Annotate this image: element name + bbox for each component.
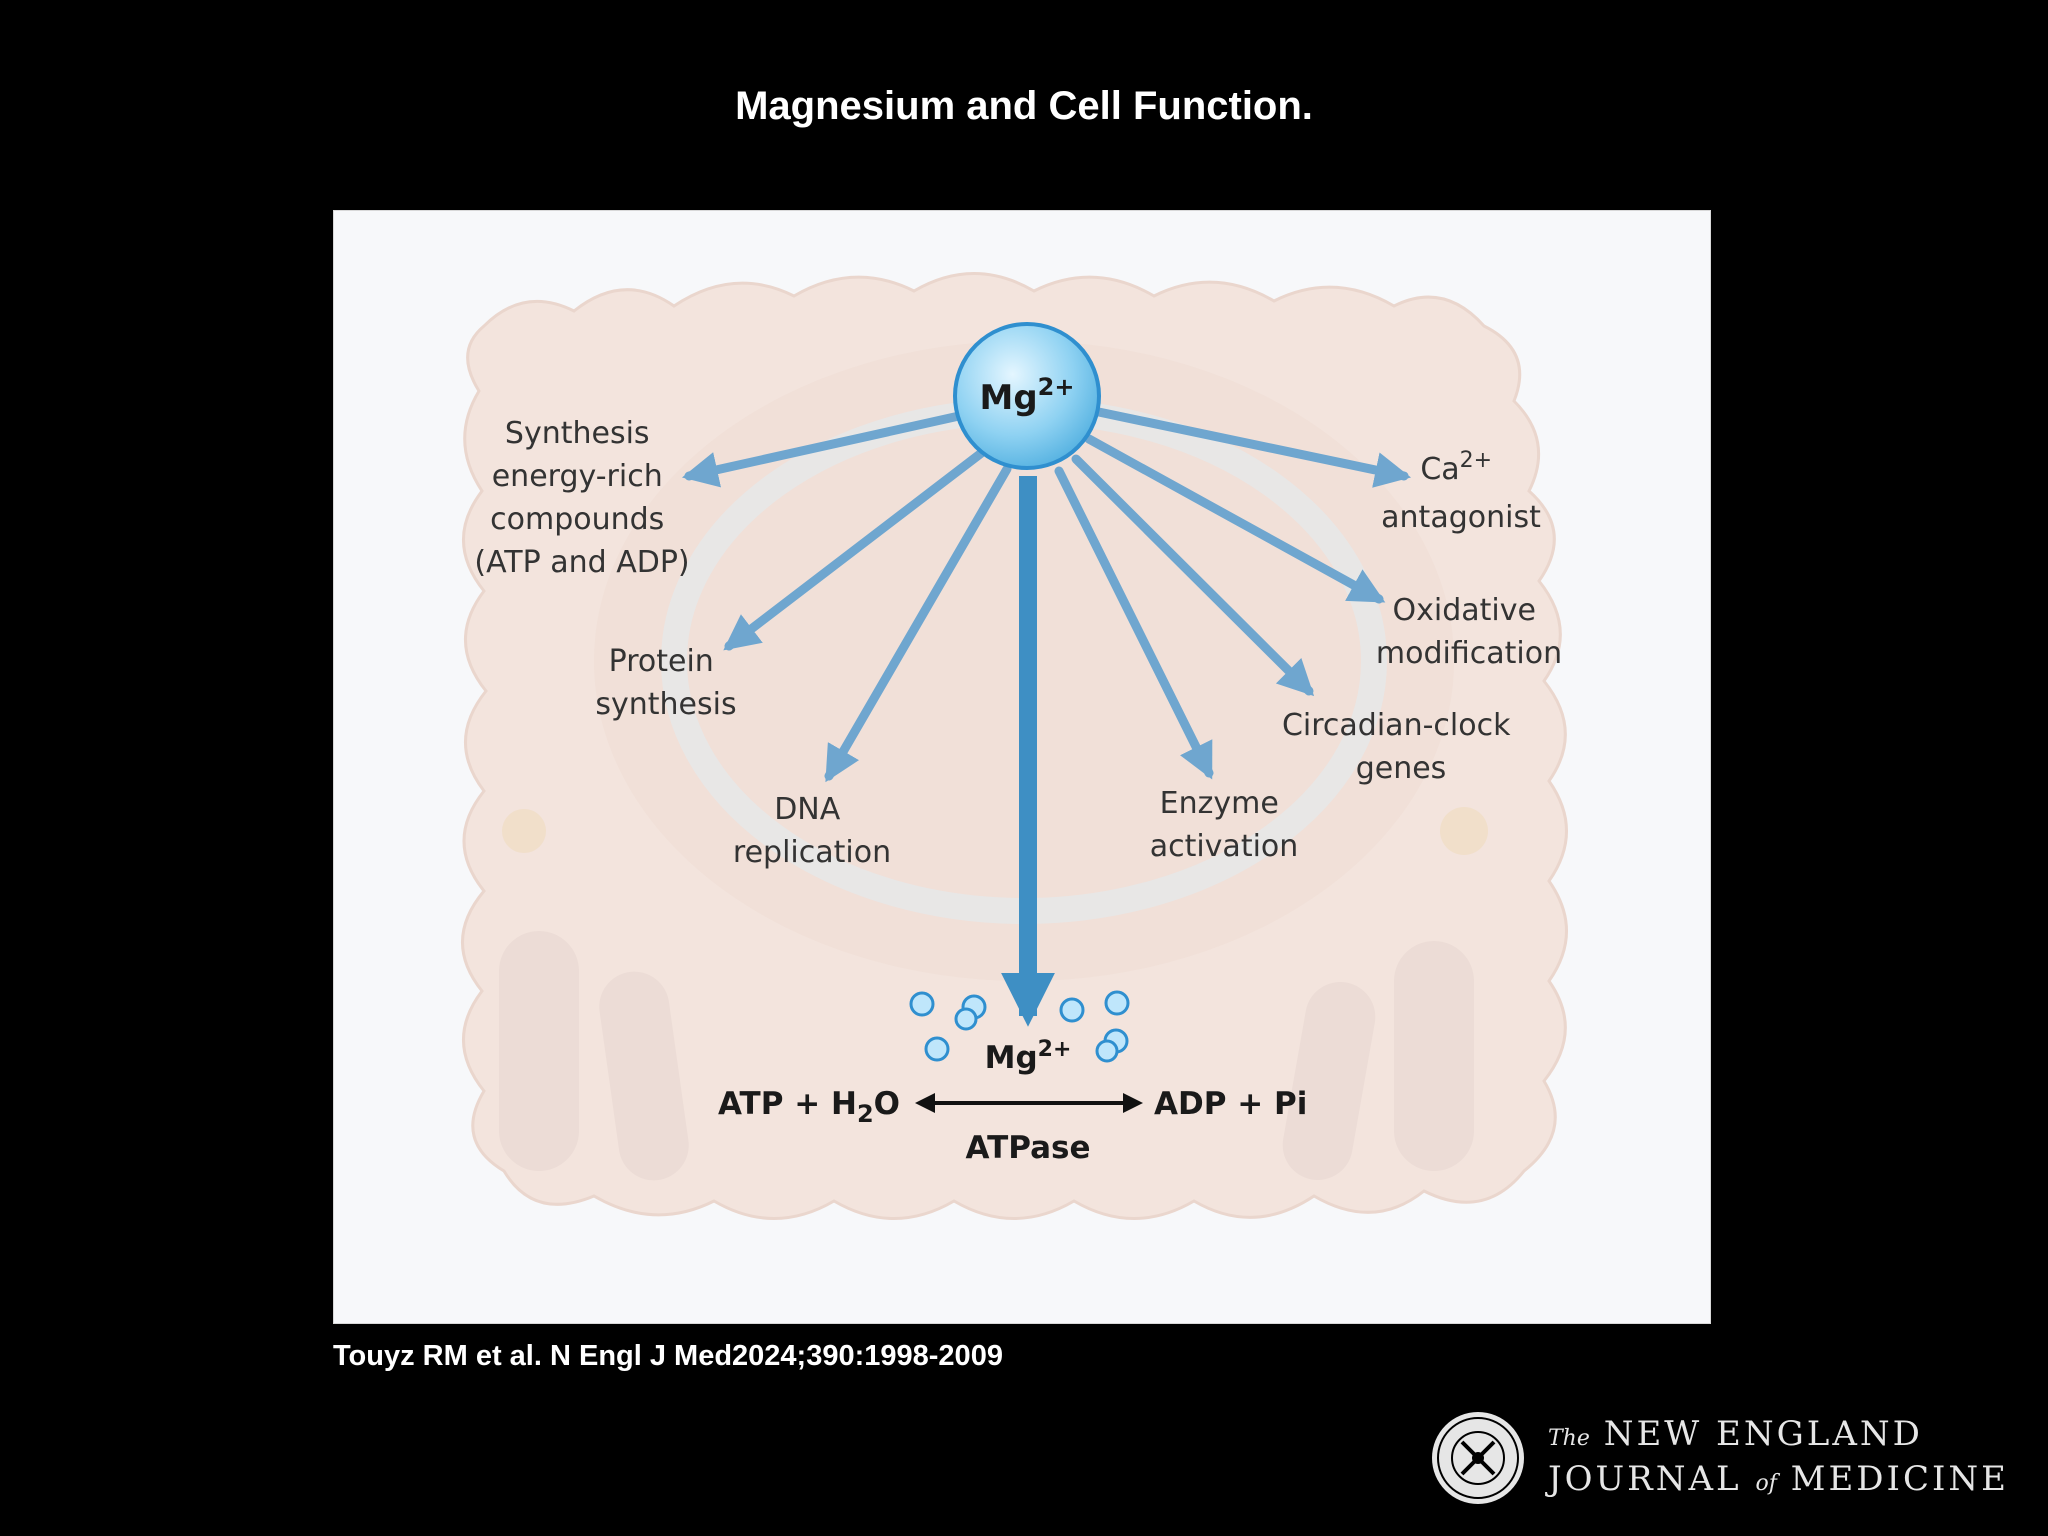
label-oxidative-modification: Oxidative modification: [1376, 593, 1562, 671]
label-calcium-antagonist: Ca2+ antagonist: [1381, 440, 1541, 535]
svg-text:Mg2+: Mg2+: [980, 373, 1075, 418]
mg-ion-charge: 2+: [1038, 373, 1075, 401]
figure-panel: Mg2+ Synthesis energy-rich compounds (AT…: [333, 210, 1711, 1324]
mg-ion: [953, 322, 1101, 470]
arrow-to-dna: [824, 464, 1012, 783]
logo-medicine: MEDICINE: [1790, 1459, 2009, 1499]
arrow-to-enzyme: [1054, 466, 1214, 780]
logo-line1: NEW ENGLAND: [1603, 1414, 1923, 1454]
journal-logo: The NEW ENGLAND JOURNAL of MEDICINE: [1548, 1414, 2009, 1504]
logo-journal: JOURNAL: [1548, 1459, 1742, 1499]
arrow-to-synthesis: [681, 411, 964, 488]
reaction-left: ATP + H2O: [718, 1086, 900, 1128]
organelle: [499, 931, 579, 1171]
journal-seal-icon: [1432, 1412, 1524, 1504]
label-synthesis: Synthesis energy-rich compounds (ATP and…: [474, 416, 689, 580]
mg-ion-label: Mg: [980, 378, 1038, 418]
arrow-to-calcium: [1089, 406, 1412, 488]
organelle: [1394, 941, 1474, 1171]
arrow-to-protein: [723, 446, 989, 651]
reaction-enzyme: ATPase: [965, 1130, 1090, 1166]
citation: Touyz RM et al. N Engl J Med2024;390:199…: [333, 1340, 1003, 1372]
slide-title: Magnesium and Cell Function.: [735, 84, 1313, 128]
label-protein-synthesis: Protein synthesis: [595, 644, 736, 722]
logo-of: of: [1755, 1471, 1777, 1496]
reaction-right: ADP + Pi: [1154, 1086, 1307, 1122]
label-circadian-clock: Circadian-clock genes: [1282, 708, 1520, 786]
reaction-mg-label: Mg2+: [985, 1037, 1072, 1076]
organelle: [1282, 981, 1376, 1181]
organelle: [599, 971, 689, 1181]
arrow-to-oxidative: [1084, 434, 1386, 604]
logo-the: The: [1548, 1426, 1590, 1451]
free-ions: [909, 990, 1130, 1063]
cell-diagram: Mg2+ Synthesis energy-rich compounds (AT…: [461, 272, 1568, 1220]
label-enzyme-activation: Enzyme activation: [1150, 786, 1299, 864]
arrow-to-circadian: [1071, 454, 1315, 697]
label-dna-replication: DNA replication: [733, 792, 891, 870]
